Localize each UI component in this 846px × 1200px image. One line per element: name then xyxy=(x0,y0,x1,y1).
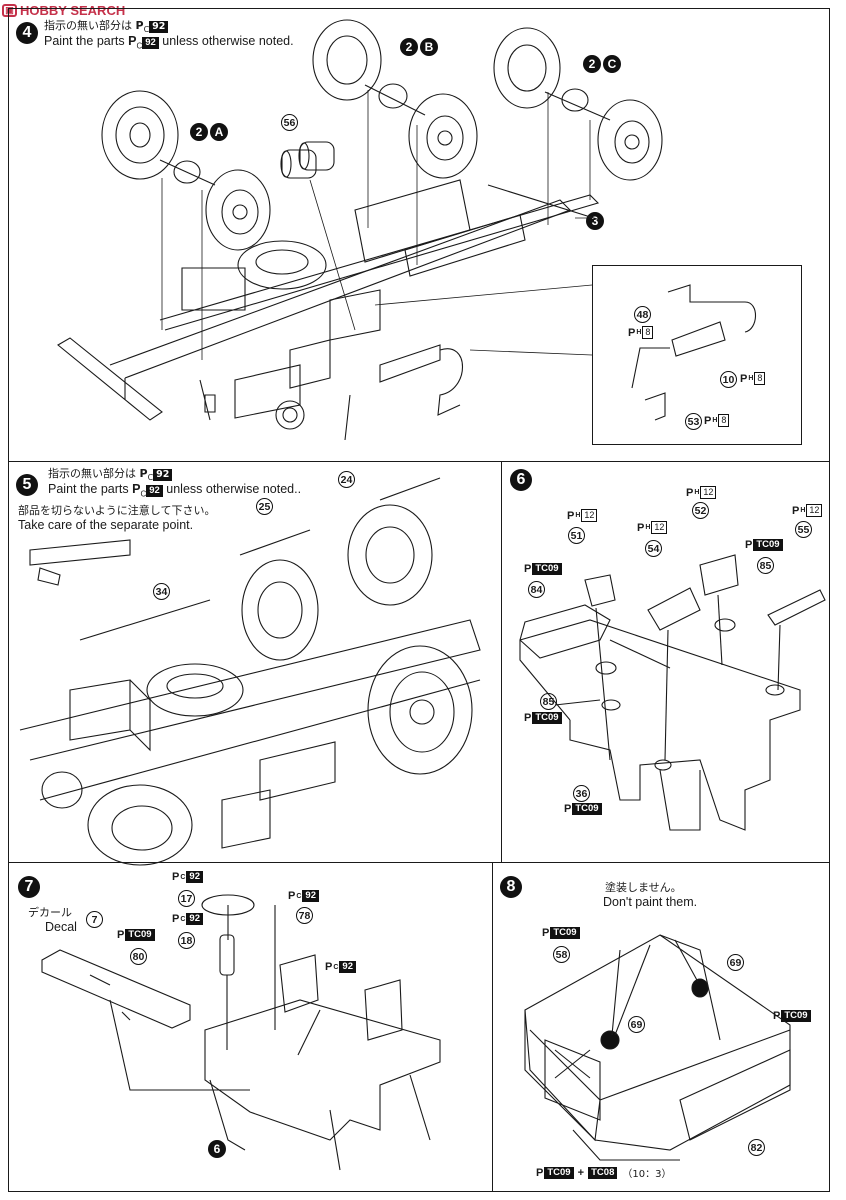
part-55-callout: 55 xyxy=(795,521,812,538)
chassis-frame xyxy=(58,180,600,429)
part-85-top-paint: P TC09 xyxy=(745,539,783,551)
subassembly-2c-letter: C xyxy=(603,55,621,73)
part-36-callout: 36 xyxy=(573,785,590,802)
part-48-callout: 48 xyxy=(634,306,651,323)
step-7-number: 7 xyxy=(18,876,40,898)
part-54-callout: 54 xyxy=(645,540,662,557)
step-7-assembly xyxy=(42,895,440,1170)
part-36-paint: P TC09 xyxy=(564,803,602,815)
step-4-inset xyxy=(592,265,802,445)
part-25-callout: 25 xyxy=(256,498,273,515)
wheel-mid-left xyxy=(313,20,381,100)
part-85-bottom-paint: P TC09 xyxy=(524,712,562,724)
part-34-callout: 34 xyxy=(153,583,170,600)
part-69-center-callout: 69 xyxy=(628,1016,645,1033)
inset-exhaust-parts xyxy=(632,285,756,420)
step-7-decal-en: Decal xyxy=(45,920,77,934)
step-7-decal-jp: デカール xyxy=(28,906,72,919)
part-7-callout: 7 xyxy=(86,911,103,928)
part-82-callout: 82 xyxy=(748,1139,765,1156)
watermark: ▣ HOBBY SEARCH xyxy=(2,2,125,18)
step-8-number: 8 xyxy=(500,876,522,898)
subassembly-6: 6 xyxy=(208,1140,226,1158)
part-24-callout: 24 xyxy=(338,471,355,488)
step-8-panel xyxy=(492,862,830,1192)
part-17-callout: 17 xyxy=(178,890,195,907)
step-6-number: 6 xyxy=(510,469,532,491)
part-58-callout: 58 xyxy=(553,946,570,963)
part-78-callout: 78 xyxy=(296,907,313,924)
wheel-front-left xyxy=(102,91,178,179)
part-85-top-callout: 85 xyxy=(757,557,774,574)
step-8-dont-paint-jp: 塗装しません。 xyxy=(605,881,682,894)
step-4-leaders xyxy=(162,90,592,360)
part-56-rolls xyxy=(281,142,334,178)
step-5-number: 5 xyxy=(16,474,38,496)
wheel-rear-left xyxy=(494,28,560,108)
part-84-paint: P TC09 xyxy=(524,563,562,575)
step-5-caution-en: Take care of the separate point. xyxy=(18,518,194,532)
subassembly-2b-letter: B xyxy=(420,38,438,56)
step-6-assembly xyxy=(520,555,825,830)
part-10-callout: 10 xyxy=(720,371,737,388)
wheel-mid-right xyxy=(409,94,477,178)
step-8-assembly xyxy=(525,935,790,1160)
part-80-callout: 80 xyxy=(130,948,147,965)
step-5-assembly xyxy=(20,478,480,865)
part-51-callout: 51 xyxy=(568,527,585,544)
part-56-callout: 56 xyxy=(281,114,298,131)
step-4-number: 4 xyxy=(16,22,38,44)
part-52-callout: 52 xyxy=(692,502,709,519)
step-8-dont-paint-en: Don't paint them. xyxy=(603,895,698,909)
step-5-caution-jp: 部品を切らないように注意して下さい。 xyxy=(18,504,216,517)
wheel-front-right xyxy=(206,170,270,250)
mix-paint-label: P TC09 + TC08 （10：3） xyxy=(536,1166,672,1180)
subassembly-2c-num: 2 xyxy=(583,55,601,73)
part-84-callout: 84 xyxy=(528,581,545,598)
subassembly-2a-letter: A xyxy=(210,123,228,141)
part-58-paint: P TC09 xyxy=(542,927,580,939)
part-53-callout: 53 xyxy=(685,413,702,430)
spare-tire xyxy=(238,241,326,289)
subassembly-2b-num: 2 xyxy=(400,38,418,56)
subassembly-2a-num: 2 xyxy=(190,123,208,141)
part-80-paint: P TC09 xyxy=(117,929,155,941)
wheel-rear-right xyxy=(598,100,662,180)
part-18-callout: 18 xyxy=(178,932,195,949)
camera-logo-icon: ▣ xyxy=(2,3,17,17)
part-69-right-callout: 69 xyxy=(727,954,744,971)
